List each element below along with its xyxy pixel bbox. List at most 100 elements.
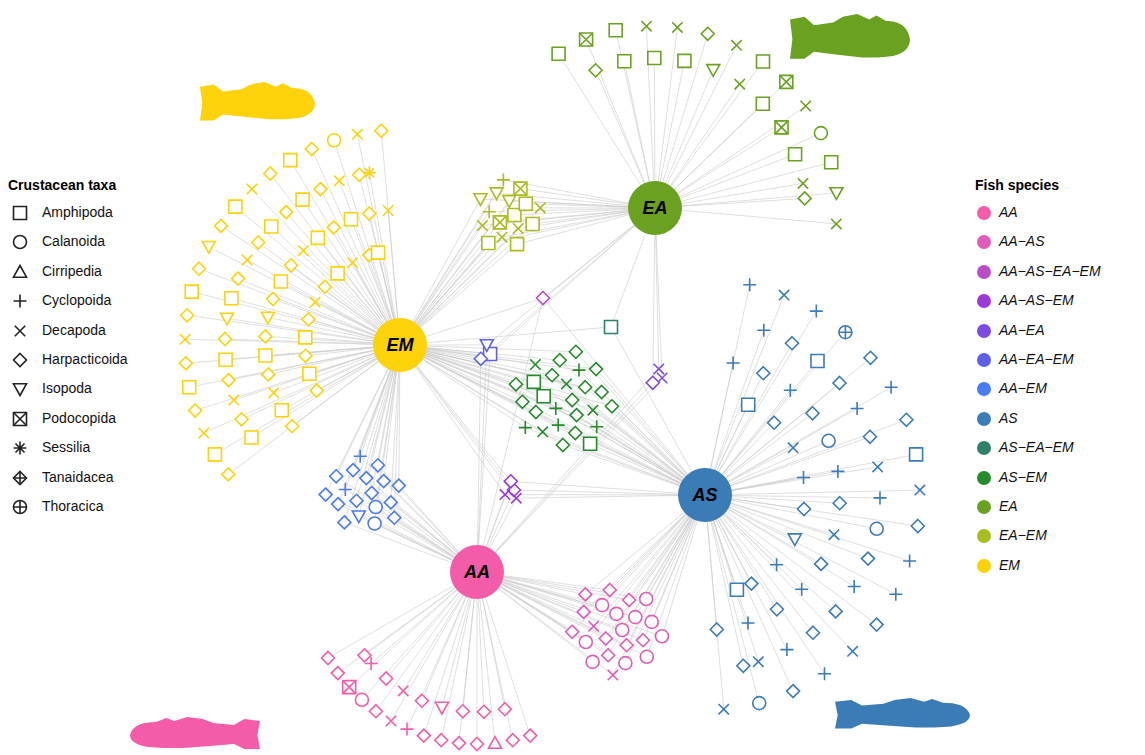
symbol-part: [14, 500, 27, 513]
symbol-part: [261, 312, 274, 324]
symbol-part: [14, 236, 27, 249]
symbol-part: [183, 381, 196, 394]
symbol-part: [380, 672, 393, 685]
crustacean-symbol: [417, 729, 430, 742]
symbol-part: [605, 400, 618, 413]
link-line: [625, 495, 705, 663]
symbol-part: [513, 223, 523, 233]
symbol-part: [453, 737, 466, 750]
crustacean-symbol: [874, 491, 887, 504]
crustacean-symbol: [780, 75, 793, 88]
symbol-part: [435, 734, 448, 747]
symbol-part: [338, 516, 351, 529]
symbol-part: [742, 398, 755, 411]
legend-swatch: [977, 206, 991, 220]
symbol-part: [14, 295, 27, 308]
symbol-part: [616, 624, 629, 637]
symbol-part: [727, 357, 740, 370]
crustacean-symbol: [620, 639, 633, 652]
legend-item: Isopoda: [8, 374, 128, 403]
crustacean-symbol: [398, 686, 408, 696]
legend-label: AS−EA−EM: [999, 439, 1074, 455]
symbol-part: [757, 55, 770, 68]
symbol-part: [526, 218, 539, 231]
legend-title: Crustacean taxa: [8, 172, 128, 198]
symbol-part: [242, 255, 252, 265]
symbol-part: [219, 333, 232, 346]
crustacean-symbol: [678, 54, 691, 67]
link-line: [209, 247, 400, 345]
crustacean-symbol: [179, 357, 192, 370]
symbol-part: [579, 381, 592, 394]
symbol-part: [331, 267, 344, 280]
crustacean-symbol: [596, 599, 609, 612]
legend-label: AA−EA−EM: [999, 351, 1074, 367]
link-line: [586, 495, 705, 642]
symbol-part: [299, 331, 312, 344]
symbol-part: [503, 196, 516, 208]
crustacean-symbol: [640, 593, 653, 606]
crustacean-symbol: [334, 176, 344, 186]
crustacean-symbol: [847, 646, 857, 656]
symbol-part: [363, 207, 376, 220]
legend-symbol: [10, 204, 30, 222]
symbol-part: [811, 355, 824, 368]
crustacean-symbol: [219, 333, 232, 346]
crustacean-symbol: [477, 220, 487, 230]
symbol-part: [719, 704, 729, 714]
symbol-part: [801, 101, 811, 111]
symbol-part: [788, 534, 801, 546]
link-line: [655, 208, 836, 224]
symbol-part: [516, 395, 529, 408]
symbol-part: [780, 643, 793, 656]
crustacean-symbol: [415, 694, 428, 707]
symbol-part: [623, 594, 636, 607]
fish-node-fill: [373, 318, 427, 372]
link-line: [536, 412, 705, 495]
crustacean-symbol: [489, 737, 502, 749]
crustacean-symbol: [757, 324, 770, 337]
link-line: [705, 490, 920, 495]
link-line: [400, 180, 503, 345]
symbol-part: [14, 384, 27, 396]
symbol-part: [780, 75, 793, 88]
symbol-part: [305, 143, 318, 156]
crustacean-symbol: [327, 221, 340, 234]
symbol-part: [303, 367, 316, 380]
crustacean-symbol: [511, 238, 524, 251]
crustacean-symbol: [202, 242, 215, 254]
symbol-part: [392, 479, 405, 492]
crustacean-symbol: [229, 200, 242, 213]
symbol-part: [815, 557, 828, 570]
crustacean-symbol: [339, 483, 352, 496]
crustacean-symbol: [245, 431, 258, 444]
fish-node-fill: [450, 545, 504, 599]
crustacean-symbol: [310, 384, 323, 397]
symbol-part: [477, 705, 490, 718]
symbol-part: [745, 577, 758, 590]
symbol-part: [549, 402, 562, 415]
symbol-part: [514, 182, 527, 195]
link-line: [187, 315, 400, 345]
crustacean-symbol: [577, 605, 590, 618]
symbol-part: [222, 468, 235, 481]
crustacean-symbol: [579, 381, 592, 394]
crustacean-symbol: [648, 52, 661, 65]
symbol-part: [280, 206, 293, 219]
crustacean-symbol: [586, 655, 599, 668]
crustacean-symbol: [375, 124, 388, 137]
crustacean-symbol: [497, 232, 507, 242]
crustacean-symbol: [537, 390, 550, 403]
crustacean-symbol: [798, 178, 808, 188]
symbol-part: [252, 236, 265, 249]
symbol-part: [786, 337, 799, 350]
crustacean-symbol: [527, 375, 540, 388]
symbol-part: [579, 636, 592, 649]
link-line: [215, 345, 400, 454]
link-line: [534, 382, 705, 495]
crustacean-symbol: [645, 615, 658, 628]
symbol-part: [415, 694, 428, 707]
crustacean-symbol: [553, 354, 566, 367]
symbol-part: [383, 205, 393, 215]
symbol-part: [509, 378, 522, 391]
